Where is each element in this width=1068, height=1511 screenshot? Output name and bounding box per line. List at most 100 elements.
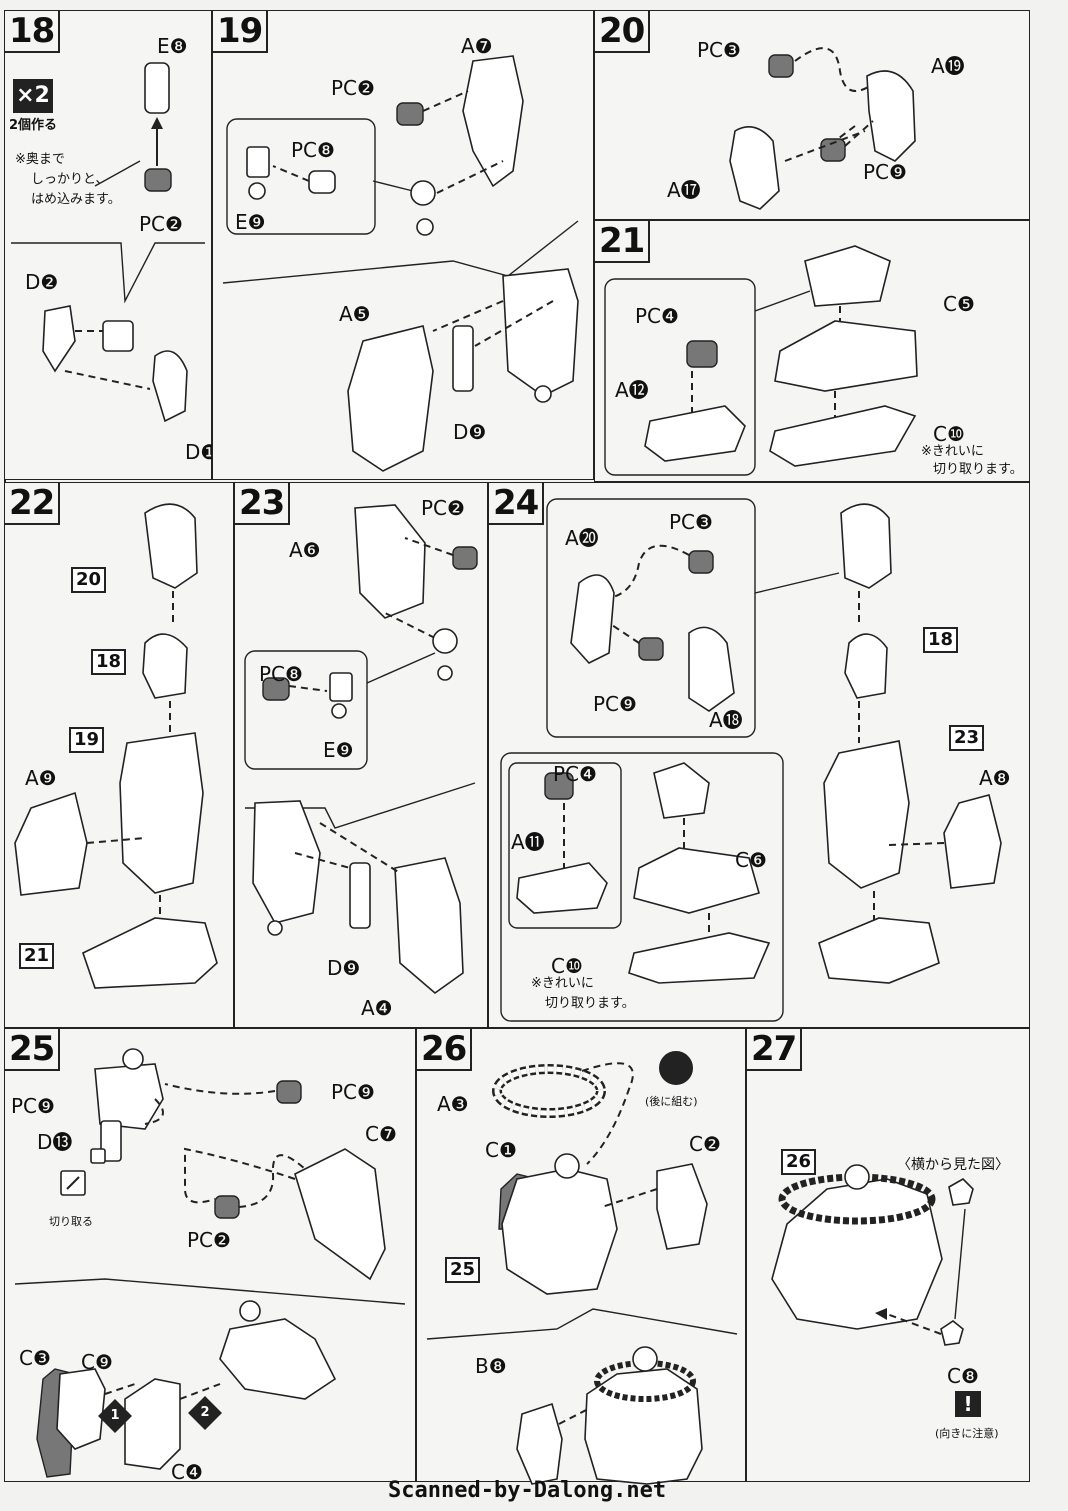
part-label: C❾ (81, 1350, 113, 1374)
step-27-drawing (771, 1164, 974, 1346)
part-label: PC❾ (331, 1080, 375, 1104)
part-label: C❹ (171, 1460, 203, 1484)
note-line: はめ込みます。 (31, 192, 121, 207)
part-label: PC❸ (697, 38, 741, 62)
part-label: PC❹ (635, 304, 679, 328)
step-reference: 19 (69, 727, 105, 753)
part-label: C❼ (365, 1122, 397, 1146)
make-two-label: 2個作る (9, 118, 58, 133)
part-label: PC❷ (139, 212, 183, 236)
part-label: C❸ (19, 1346, 51, 1370)
step-reference: 18 (923, 627, 959, 653)
part-label: A❼ (461, 34, 493, 58)
part-label: PC❹ (553, 762, 597, 786)
part-label: B❽ (475, 1354, 507, 1378)
step-reference: 25 (445, 1257, 481, 1283)
step-19-panel: 19 A❼ PC❷ PC❽ E❾ A❺ D❾ (212, 10, 594, 480)
step-number: 26 (417, 1029, 473, 1071)
step-24-drawing (500, 498, 1002, 1022)
step-20-panel: 20 PC❸ A⓳ A⓱ PC❾ (594, 10, 1030, 220)
part-label: C❿ (551, 954, 583, 978)
part-label: PC❸ (669, 510, 713, 534)
step-26-panel: 26 A❸ (後に組む) C❶ C❷ 25 B❽ (416, 1028, 746, 1485)
step-26-drawing (426, 1062, 738, 1485)
step-number: 25 (5, 1029, 61, 1071)
note-line: ※きれいに (921, 444, 984, 459)
part-label: C❷ (689, 1132, 721, 1156)
side-view-label: 〈横から見た図〉 (897, 1157, 1009, 1173)
step-25-panel: 25 PC❾ PC❾ D⓭ C❼ 切り取る PC❷ C❸ C❾ C❹ 1 2 (4, 1028, 416, 1484)
note-line: 切り取ります。 (545, 996, 635, 1011)
step-18-drawing (11, 62, 205, 423)
later-label: (後に組む) (645, 1095, 698, 1108)
part-label: A❺ (339, 302, 371, 326)
part-label: PC❽ (291, 138, 335, 162)
part-label: A⓬ (615, 378, 649, 402)
part-label: A❽ (979, 766, 1011, 790)
orientation-note: (向きに注意) (935, 1427, 999, 1440)
scanner-watermark: Scanned-by-Dalong.net (388, 1478, 667, 1503)
step-reference: 21 (19, 943, 55, 969)
part-label: A⓴ (565, 526, 599, 550)
step-21-drawing (604, 245, 918, 476)
part-label: A⓫ (511, 830, 545, 854)
part-label: C❽ (947, 1364, 979, 1388)
part-label: A⓳ (931, 54, 965, 78)
part-label: A❸ (437, 1092, 469, 1116)
step-22-panel: 22 20 18 19 A❾ 21 (4, 482, 234, 1028)
step-reference: 18 (91, 649, 127, 675)
note-line: ※奥まで (15, 152, 65, 167)
cut-label: 切り取る (49, 1215, 93, 1228)
part-label: C❿ (933, 422, 965, 446)
part-label: C❶ (485, 1138, 517, 1162)
step-number: 23 (235, 483, 291, 525)
step-reference: 26 (781, 1149, 817, 1175)
multiplier-badge: ×2 (13, 79, 53, 113)
part-label: A❹ (361, 996, 393, 1020)
part-label: PC❽ (259, 662, 303, 686)
part-label: PC❾ (11, 1094, 55, 1118)
part-label: A❻ (289, 538, 321, 562)
part-label: PC❾ (863, 160, 907, 184)
part-label: D❾ (453, 420, 487, 444)
step-22-drawing (14, 503, 218, 989)
step-18-panel: 18 ×2 2個作る ※奥まで しっかりと、 はめ込みます。 E❽ PC❷ D❷… (4, 10, 218, 480)
step-number: 22 (5, 483, 61, 525)
step-20-drawing (729, 47, 916, 210)
part-label: A❾ (25, 766, 57, 790)
part-label: D⓭ (37, 1130, 73, 1154)
part-label: C❺ (943, 292, 975, 316)
part-label: E❾ (235, 210, 266, 234)
step-number: 19 (213, 11, 269, 53)
step-number: 21 (595, 221, 651, 263)
step-reference: 20 (71, 567, 107, 593)
part-label: D❾ (327, 956, 361, 980)
part-label: E❾ (323, 738, 354, 762)
note-line: ※きれいに (531, 976, 594, 991)
step-reference: 23 (949, 725, 985, 751)
order-marker: 1 (98, 1399, 132, 1433)
step-23-drawing (244, 504, 478, 995)
step-23-panel: 23 PC❷ A❻ PC❽ E❾ D❾ A❹ (234, 482, 488, 1028)
part-label: PC❷ (187, 1228, 231, 1252)
part-label: PC❾ (593, 692, 637, 716)
part-label: A⓲ (709, 708, 743, 732)
step-number: 18 (5, 11, 61, 53)
note-line: しっかりと、 (31, 172, 109, 187)
step-24-panel: 24 A⓴ PC❸ PC❾ A⓲ PC❹ A⓫ C❻ C❿ ※きれいに 切り取 (488, 482, 1030, 1028)
note-line: 切り取ります。 (933, 462, 1023, 477)
step-number: 27 (747, 1029, 803, 1071)
warning-icon: ! (955, 1391, 981, 1417)
part-label: PC❷ (331, 76, 375, 100)
part-label: D❷ (25, 270, 59, 294)
step-19-drawing (222, 55, 579, 472)
step-number: 20 (595, 11, 651, 53)
step-25-drawing (14, 1048, 406, 1478)
part-label: A⓱ (667, 178, 701, 202)
part-label: E❽ (157, 34, 188, 58)
part-label: D❶ (185, 440, 219, 464)
later-assembly-icon (659, 1051, 693, 1085)
step-number: 24 (489, 483, 545, 525)
step-21-panel: 21 PC❹ A⓬ C❺ C❿ ※きれいに 切り取ります。 (594, 220, 1030, 482)
order-marker: 2 (188, 1396, 222, 1430)
